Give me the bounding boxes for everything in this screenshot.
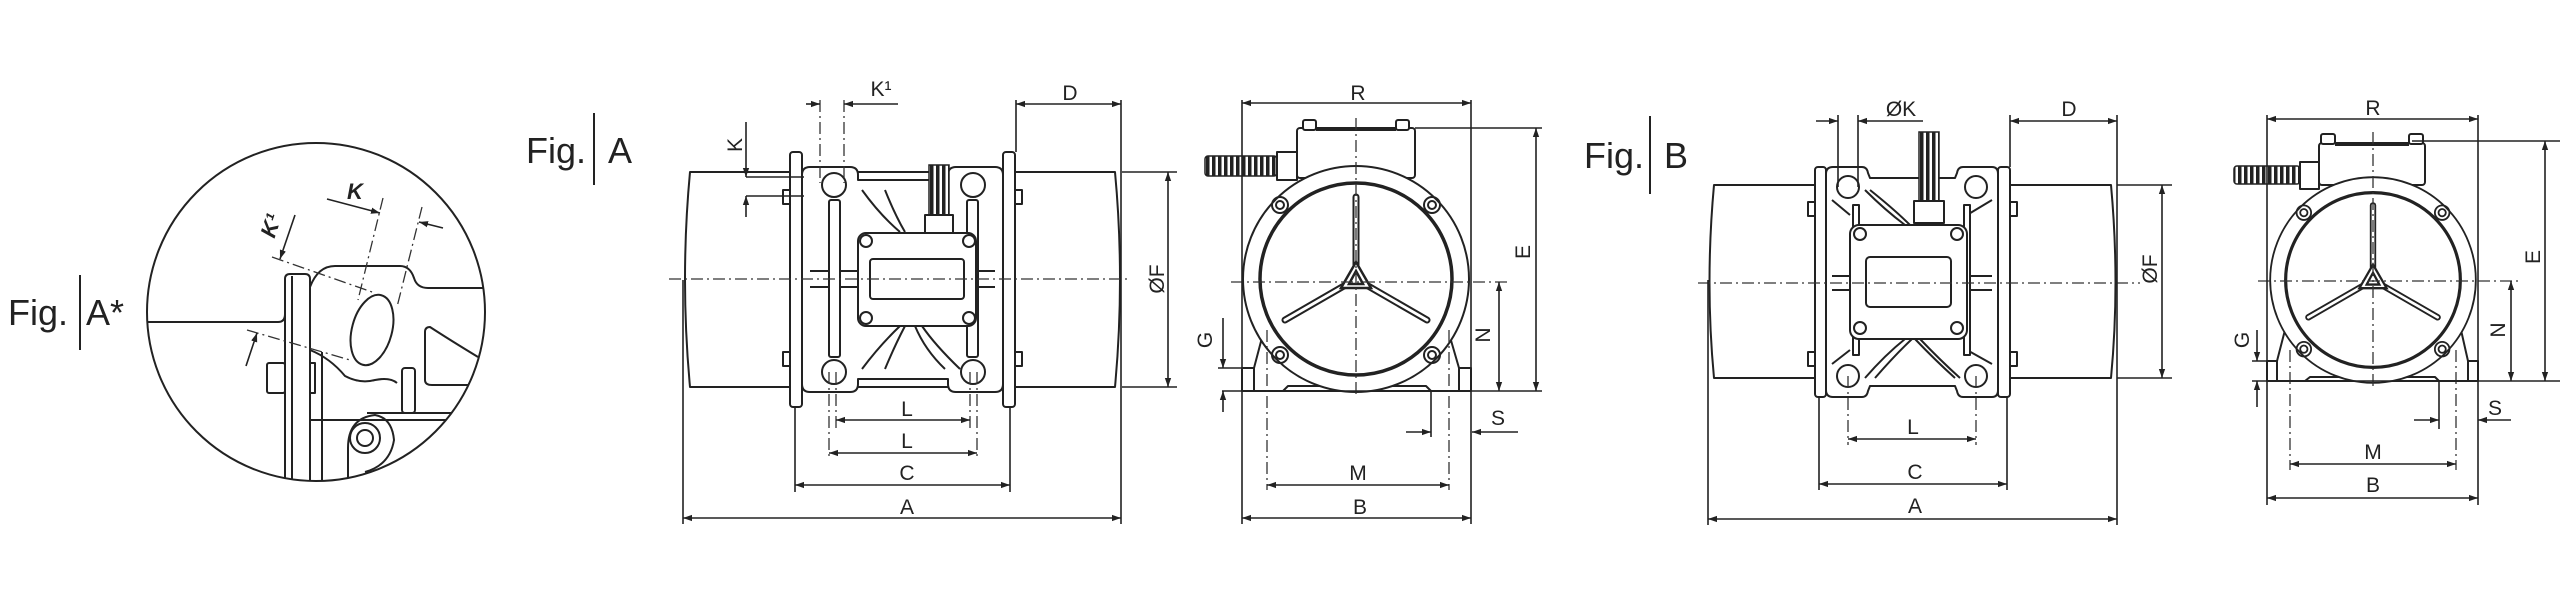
cable-gland: [1204, 155, 1278, 177]
figure-prefix: Fig.: [526, 130, 586, 171]
figure-b: Fig. B: [1584, 97, 2560, 525]
cable-gland: [1918, 131, 1940, 202]
k-arrow-left: [326, 198, 381, 214]
dim-label-b: B: [2366, 474, 2380, 497]
dim-label-m: M: [2364, 441, 2382, 464]
front-view: R E N G S M B: [2231, 97, 2560, 505]
dim-label-n: N: [2487, 322, 2510, 337]
dim-label-f: ØF: [2139, 254, 2162, 283]
dim-label-a: A: [1908, 495, 1922, 518]
dim-label-b: B: [1353, 496, 1367, 519]
cable-gland: [928, 164, 950, 216]
dim-label-a: A: [900, 496, 914, 519]
dim-label-e: E: [2522, 250, 2545, 264]
flange-right: [1997, 166, 2011, 398]
side-view: A C L L D K¹ K ØF: [669, 78, 1177, 524]
dim-label-k1: K¹: [871, 78, 892, 101]
detail-dimensions: K K¹: [245, 179, 444, 367]
dim-label-d: D: [2061, 98, 2076, 121]
dim-label-k: K: [724, 138, 747, 152]
figure-id: A*: [86, 292, 124, 333]
dim-label-l1: L: [901, 398, 913, 421]
figure-a: Fig. A: [526, 78, 1542, 524]
k1-arrow-top: [279, 214, 296, 260]
dim-label-k: K: [347, 179, 365, 204]
figure-prefix: Fig.: [1584, 135, 1644, 176]
front-view: R E N G S M B: [1194, 82, 1542, 524]
dim-label-d: D: [1062, 82, 1077, 105]
dim-label-s: S: [1491, 407, 1505, 430]
dim-label-r: R: [1350, 82, 1365, 105]
dim-label-l: L: [1907, 416, 1919, 439]
dim-label-c: C: [1907, 461, 1922, 484]
dim-label-s: S: [2488, 397, 2502, 420]
dim-label-e: E: [1512, 245, 1535, 259]
k-arrow-right: [418, 221, 444, 229]
dim-label-k: ØK: [1886, 98, 1916, 121]
detail-magnifier: [146, 142, 486, 482]
k1-arrow-bottom: [245, 332, 258, 367]
figure-id: B: [1664, 135, 1688, 176]
dim-label-r: R: [2365, 97, 2380, 120]
detail-circle: [146, 142, 486, 482]
dim-label-g: G: [1194, 332, 1217, 348]
figure-detail-a-star: Fig. A*: [8, 142, 486, 482]
dim-label-m: M: [1349, 462, 1367, 485]
dim-label-l2: L: [901, 430, 913, 453]
side-view: A C L D ØK ØF: [1698, 98, 2172, 525]
flange-left: [1814, 166, 1827, 398]
dim-label-f: ØF: [1146, 264, 1169, 293]
figure-prefix: Fig.: [8, 292, 68, 333]
dim-label-n: N: [1472, 327, 1495, 342]
figure-id: A: [608, 130, 632, 171]
dim-label-g: G: [2231, 332, 2254, 348]
dim-label-k1: K¹: [255, 210, 286, 240]
dim-label-c: C: [899, 462, 914, 485]
